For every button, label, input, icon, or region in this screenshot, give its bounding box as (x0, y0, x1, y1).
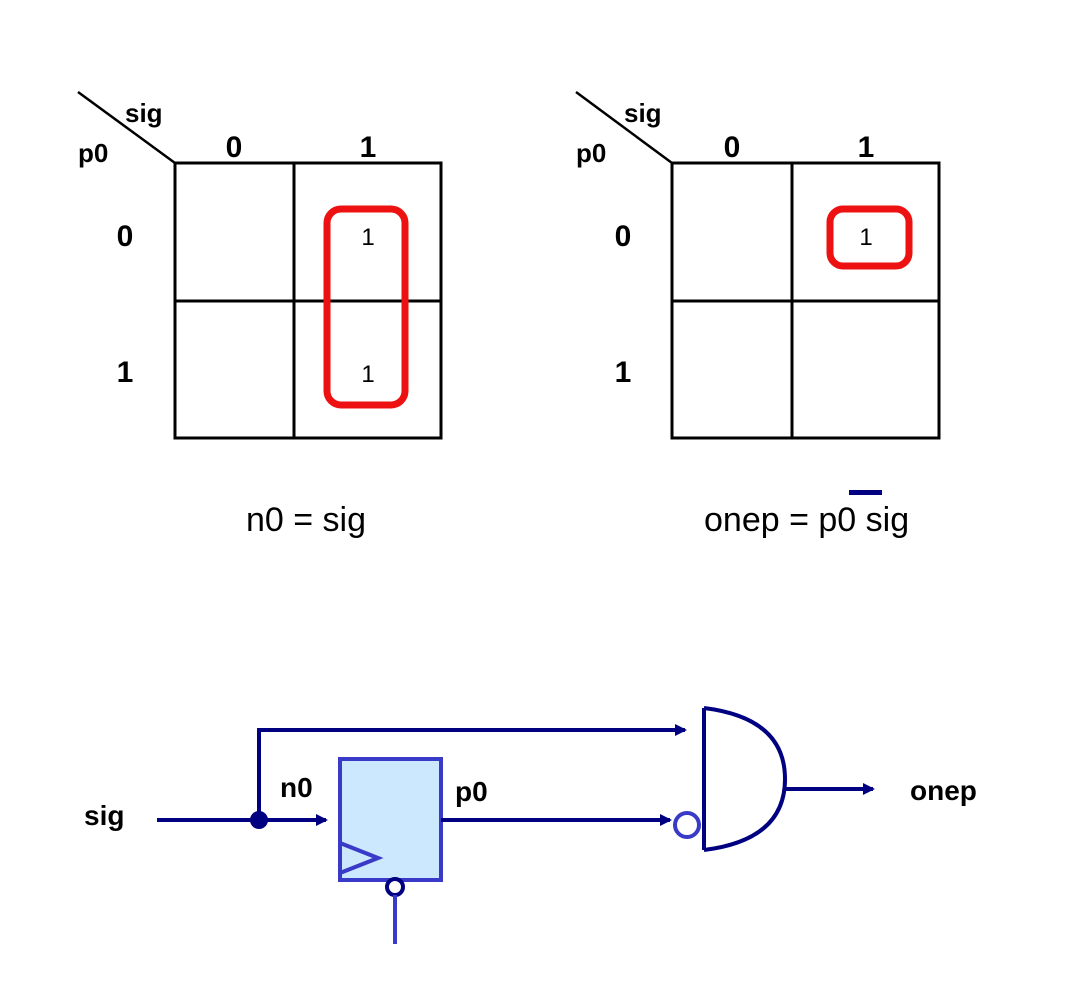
and-gate (702, 706, 788, 852)
kmap-right-row-header-1: 1 (615, 356, 632, 389)
kmap-right: sig p0 0 1 0 1 1 onep = p0 sig (575, 90, 941, 539)
kmap-right-col-var: sig (624, 98, 662, 128)
kmap-left-row-header-1: 1 (117, 356, 134, 389)
kmap-left-row-var: p0 (78, 138, 108, 168)
kmap-left-grouping-loop (323, 205, 409, 409)
equation-right-overbar (849, 490, 882, 495)
flipflop-clock-triangle (339, 841, 384, 875)
kmap-right-row-var: p0 (576, 138, 606, 168)
equation-right: onep = p0 sig (704, 501, 909, 539)
equation-left: n0 = sig (246, 501, 366, 539)
flipflop-reset-bubble (385, 877, 405, 897)
kmap-right-grouping-loop (826, 205, 913, 270)
kmap-left-diagonal (77, 90, 176, 165)
kmap-right-col-header-1: 1 (858, 131, 875, 164)
kmap-right-row-header-0: 0 (615, 220, 632, 253)
kmap-right-diagonal (575, 90, 673, 165)
kmap-left-row-header-0: 0 (117, 220, 134, 253)
kmap-left-cell-0-1: 1 (361, 224, 374, 251)
wire-sig-to-and (257, 724, 687, 820)
label-sig: sig (84, 800, 124, 831)
junction-dot (250, 811, 268, 829)
label-n0: n0 (280, 772, 313, 803)
kmap-left-col-header-1: 1 (360, 131, 377, 164)
kmap-left-col-var: sig (125, 98, 163, 128)
label-p0: p0 (455, 776, 488, 807)
flipflop (338, 757, 443, 882)
and-input-inverter-bubble (673, 811, 701, 839)
kmap-left: sig p0 0 1 0 1 1 1 n0 = sig (77, 90, 443, 539)
equation-right-prefix: onep = (704, 501, 818, 539)
label-onep: onep (910, 775, 977, 806)
equation-right-bar-term: p0 (818, 501, 856, 539)
equation-right-suffix: sig (856, 501, 909, 539)
circuit: sig n0 p0 onep (84, 706, 977, 944)
kmap-left-cell-1-1: 1 (361, 361, 374, 388)
kmap-left-col-header-0: 0 (226, 131, 243, 164)
kmap-right-cell-0-1: 1 (859, 224, 872, 251)
kmap-right-col-header-0: 0 (724, 131, 741, 164)
